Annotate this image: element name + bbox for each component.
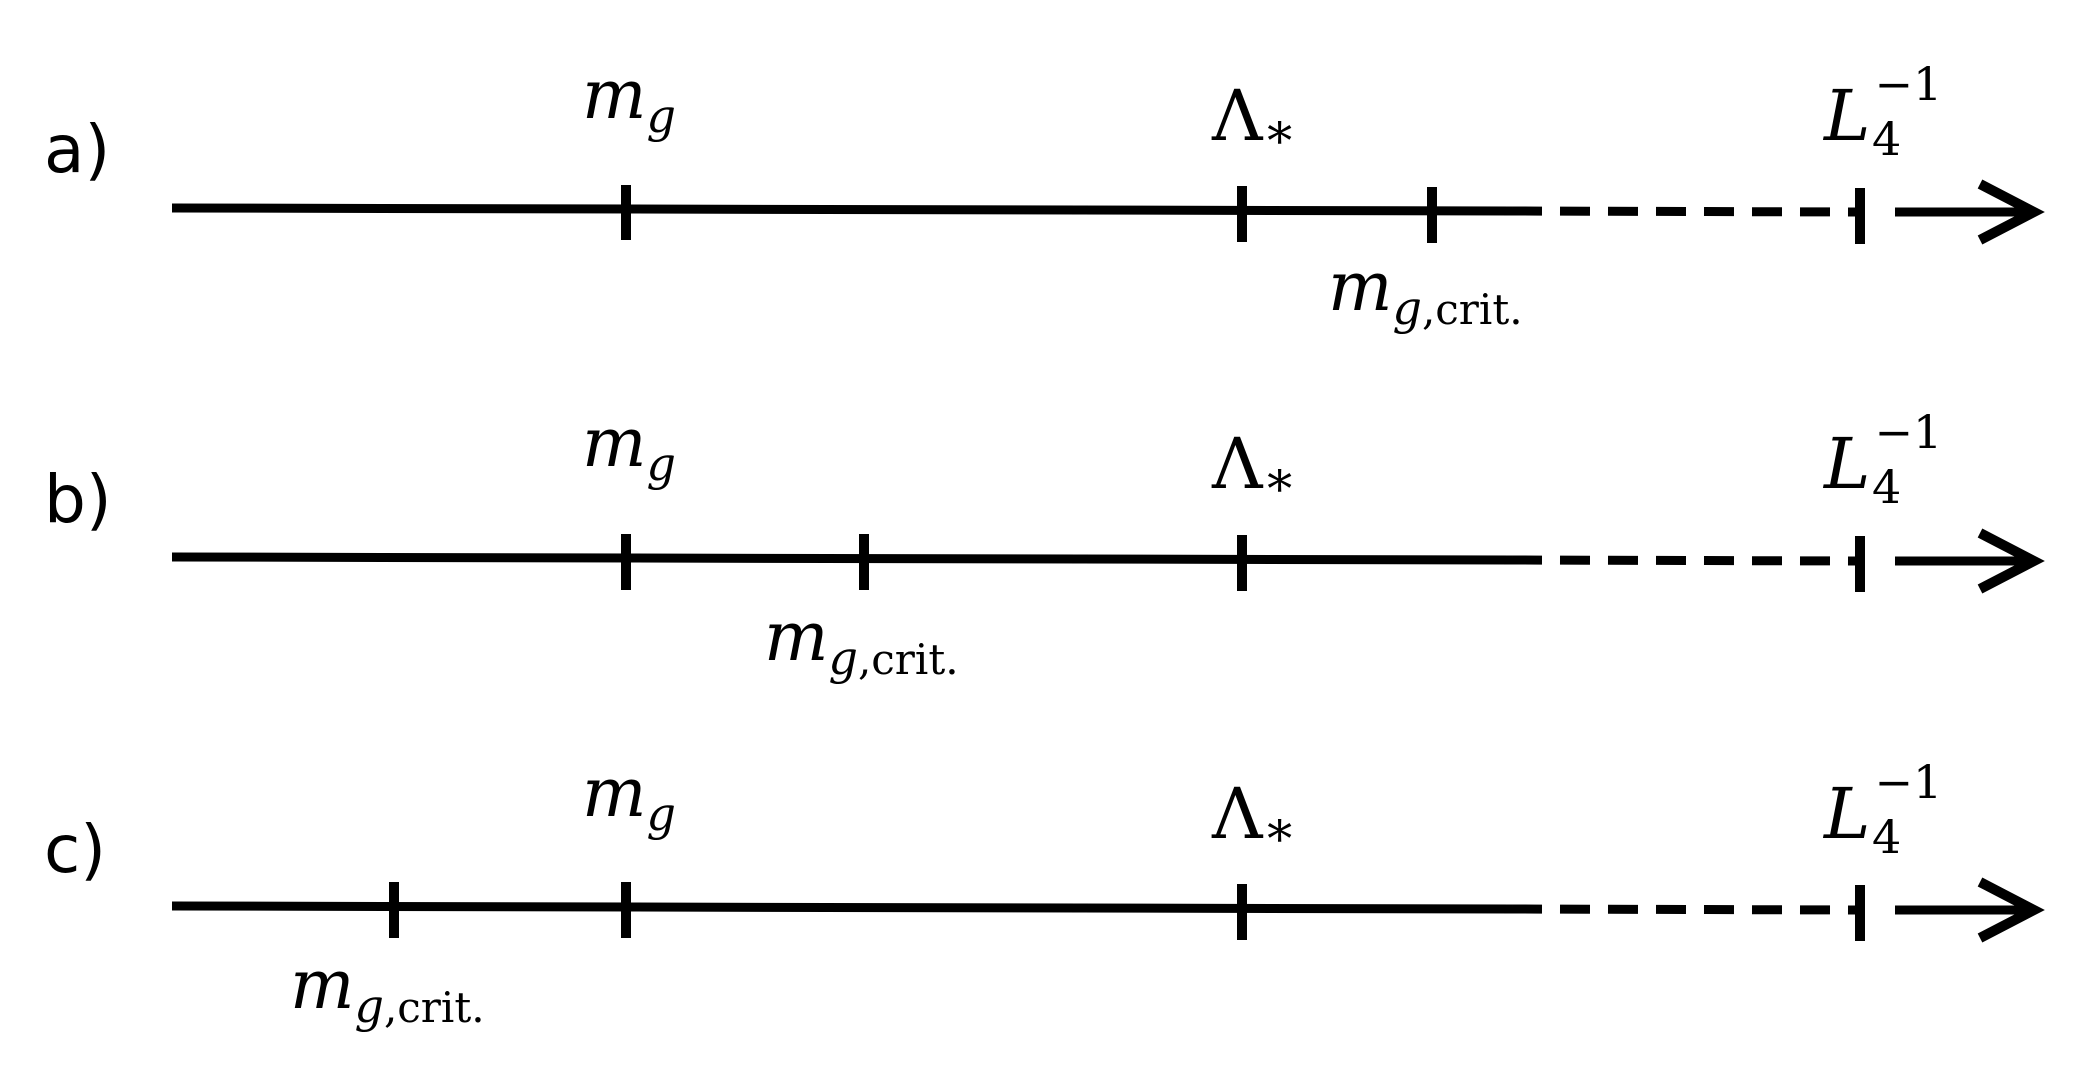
row-c-label-l4-inv: L−1 [1822, 755, 1942, 855]
row-b: b) mg Λ∗ L−1 4 mg,crit. [44, 404, 2045, 685]
row-c-label-lambda-star: Λ∗ [1211, 773, 1297, 858]
row-c-label-l4-inv-sub: 4 [1872, 810, 1901, 864]
row-a-label: a) [44, 111, 110, 188]
row-b-label-l4-inv: L−1 [1822, 405, 1942, 505]
row-b-dashed-line [1511, 555, 1857, 566]
row-b-arrowhead [1977, 528, 2045, 594]
row-b-label: b) [44, 461, 112, 538]
row-c-solid-line [171, 901, 1513, 914]
row-a: a) mg Λ∗ L−1 4 mg,crit. [44, 56, 2045, 335]
row-b-solid-line [171, 552, 1513, 565]
row-c-label-m-g-crit: mg,crit. [290, 946, 485, 1033]
row-c-dashed-line [1511, 904, 1857, 915]
row-b-label-l4-inv-sub: 4 [1872, 460, 1901, 514]
row-c: c) mg Λ∗ L−1 4 mg,crit. [44, 754, 2045, 1033]
row-a-dashed-line [1511, 206, 1857, 217]
row-a-arrowhead [1977, 179, 2045, 245]
row-b-label-lambda-star: Λ∗ [1211, 423, 1297, 508]
row-a-solid-line [171, 203, 1513, 216]
row-c-label-m-g: mg [582, 754, 676, 841]
row-a-label-l4-inv-sub: 4 [1872, 112, 1901, 166]
row-a-label-m-g: mg [582, 56, 676, 143]
row-c-label: c) [44, 811, 106, 888]
row-b-label-m-g: mg [582, 404, 676, 491]
row-b-label-m-g-crit: mg,crit. [764, 598, 959, 685]
row-a-label-m-g-crit: mg,crit. [1328, 248, 1523, 335]
row-a-label-lambda-star: Λ∗ [1211, 75, 1297, 160]
row-a-label-l4-inv: L−1 [1822, 57, 1942, 157]
row-c-arrowhead [1977, 877, 2045, 943]
